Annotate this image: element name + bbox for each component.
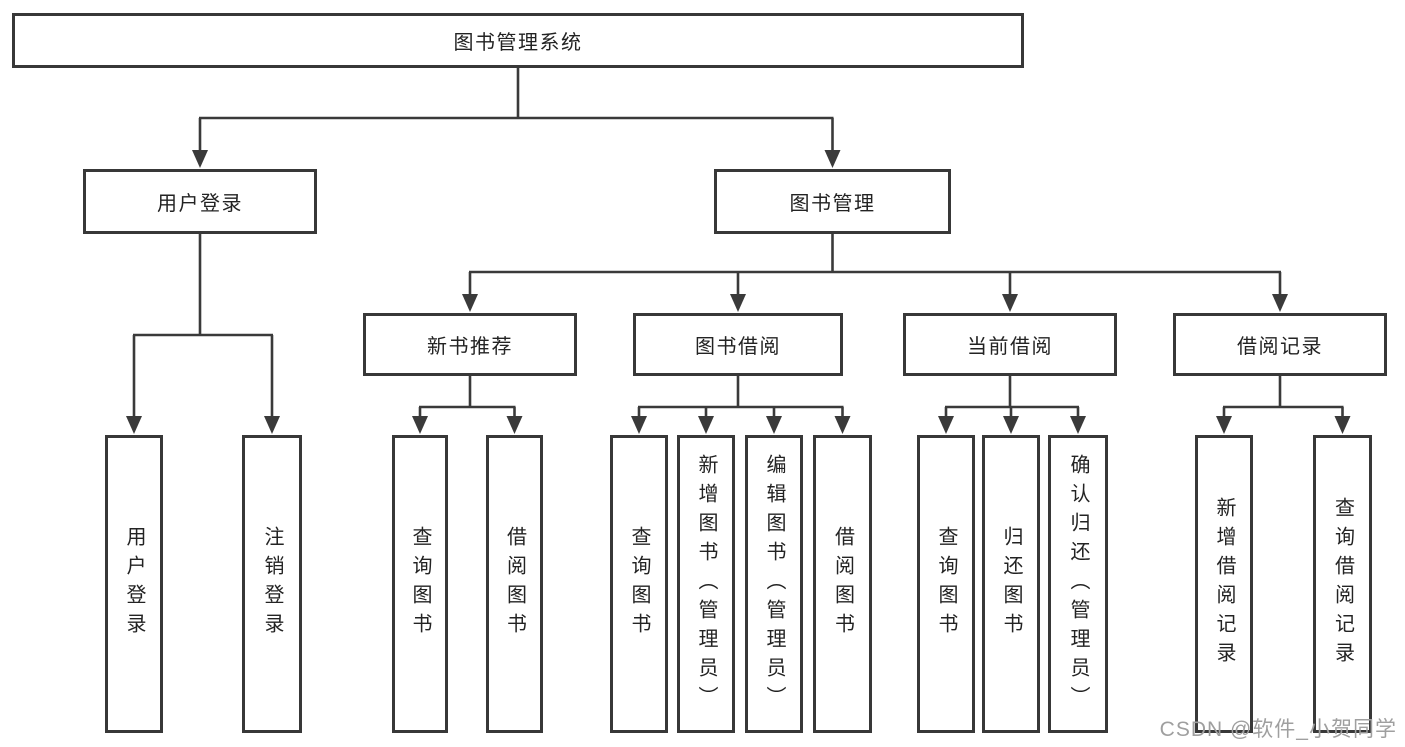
node-label: 查询图书 (935, 526, 957, 642)
watermark: CSDN @软件_小贺同学 (1159, 718, 1397, 741)
arrow-down-icon (698, 416, 714, 434)
node-label: 新书推荐 (427, 336, 513, 358)
node-login-logout: 注销登录 (242, 435, 302, 733)
node-label: 用户登录 (157, 193, 243, 215)
arrow-down-icon (264, 416, 280, 434)
arrow-down-icon (834, 416, 851, 434)
arrow-down-icon (1003, 416, 1019, 434)
node-login-user: 用户登录 (105, 435, 163, 733)
node-label: 用户登录 (123, 526, 145, 642)
node-label: 归还图书 (1000, 526, 1022, 642)
node-label: 借阅记录 (1237, 336, 1323, 358)
node-manage: 图书管理 (714, 169, 951, 234)
node-label: 当前借阅 (967, 336, 1053, 358)
node-recd-query: 查询借阅记录 (1313, 435, 1372, 733)
node-bor-edit: 编辑图书（管理员） (745, 435, 803, 733)
arrow-down-icon (824, 150, 841, 168)
node-label: 图书管理系统 (453, 32, 583, 54)
node-label: 查询借阅记录 (1331, 497, 1354, 671)
node-rec-borrow: 借阅图书 (486, 435, 543, 733)
node-bor-query: 查询图书 (610, 435, 668, 733)
node-label: 编辑图书（管理员） (763, 453, 785, 715)
node-label: 新增借阅记录 (1213, 497, 1235, 671)
node-bor-add: 新增图书（管理员） (677, 435, 735, 733)
node-borrow: 图书借阅 (633, 313, 843, 376)
node-label: 借阅图书 (831, 526, 854, 642)
arrow-down-icon (462, 294, 478, 312)
node-label: 查询图书 (628, 526, 650, 642)
node-label: 查询图书 (409, 526, 431, 642)
node-label: 注销登录 (261, 526, 283, 642)
node-label: 图书借阅 (695, 336, 781, 358)
arrow-down-icon (192, 150, 208, 168)
node-rec-query: 查询图书 (392, 435, 448, 733)
node-label: 确认归还（管理员） (1067, 453, 1089, 715)
node-cur-return: 归还图书 (982, 435, 1040, 733)
node-login: 用户登录 (83, 169, 317, 234)
arrow-down-icon (1334, 416, 1351, 434)
node-bor-borrow: 借阅图书 (813, 435, 872, 733)
arrow-down-icon (631, 416, 647, 434)
node-label: 图书管理 (789, 193, 876, 215)
node-records: 借阅记录 (1173, 313, 1387, 376)
arrow-down-icon (1070, 416, 1086, 434)
node-recd-add: 新增借阅记录 (1195, 435, 1253, 733)
arrow-down-icon (1002, 294, 1018, 312)
arrow-down-icon (938, 416, 954, 434)
node-label: 新增图书（管理员） (695, 453, 717, 715)
node-cur-query: 查询图书 (917, 435, 975, 733)
arrow-down-icon (506, 416, 523, 434)
arrow-down-icon (1216, 416, 1232, 434)
arrow-down-icon (412, 416, 428, 434)
arrow-down-icon (126, 416, 142, 434)
node-recommend: 新书推荐 (363, 313, 577, 376)
arrow-down-icon (730, 294, 746, 312)
node-label: 借阅图书 (503, 526, 526, 642)
arrow-down-icon (1272, 294, 1288, 312)
node-cur-confirm: 确认归还（管理员） (1048, 435, 1108, 733)
node-current: 当前借阅 (903, 313, 1117, 376)
node-root: 图书管理系统 (12, 13, 1024, 68)
arrow-down-icon (766, 416, 782, 434)
